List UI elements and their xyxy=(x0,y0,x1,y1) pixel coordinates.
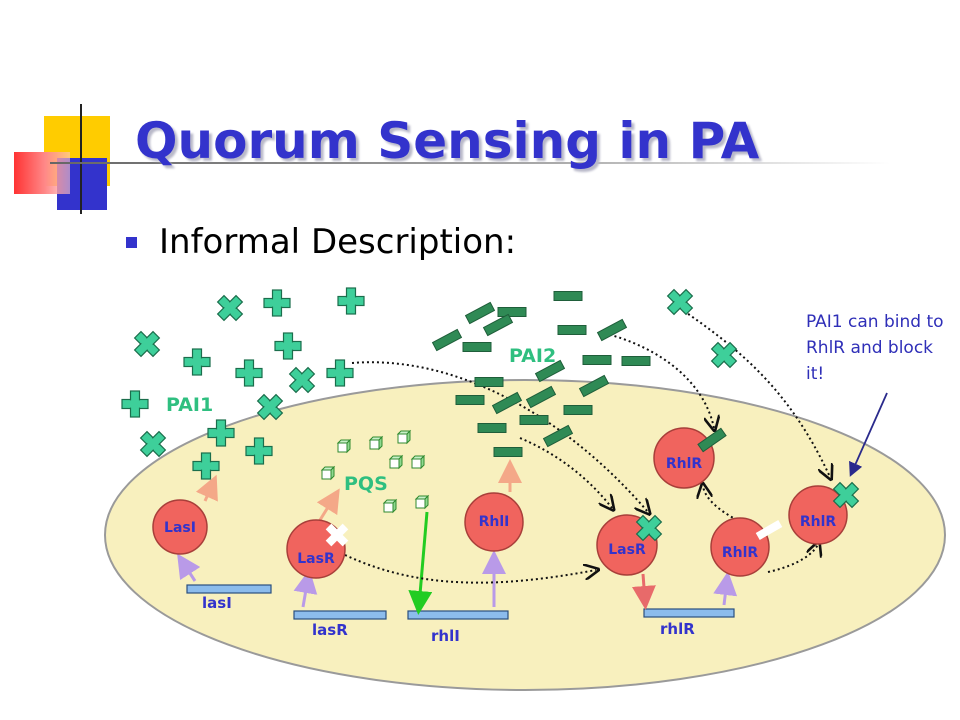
pai2-molecule xyxy=(497,307,527,317)
arrow-lasI-to-LasI xyxy=(177,553,201,582)
pai1-molecule xyxy=(183,348,211,376)
pqs-molecule xyxy=(321,466,335,480)
deco-horizontal-line xyxy=(50,162,890,164)
gene-bar-lasR xyxy=(293,610,387,620)
label-gene-lasI: lasI xyxy=(202,594,232,612)
pai2-molecule xyxy=(553,291,583,301)
pai2-molecule xyxy=(483,313,513,337)
dotted-RhlR-to-RhlR-right xyxy=(767,544,818,573)
pai2-molecule xyxy=(582,355,612,365)
slide-title: Quorum Sensing in PA xyxy=(135,112,760,170)
gene-bars xyxy=(186,584,735,620)
blocked-markers xyxy=(325,520,783,547)
protein-circle-lasr1 xyxy=(286,519,346,579)
product-arrows xyxy=(195,459,522,521)
label-pai1: PAI1 xyxy=(166,394,213,416)
label-protein-rhlr-mid: RhlR xyxy=(722,545,759,561)
dotted-PAI2-to-LasR xyxy=(519,437,612,508)
label-pai2: PAI2 xyxy=(509,345,556,367)
annotation-arrow xyxy=(849,392,888,477)
label-protein-lasr1: LasR xyxy=(297,551,335,567)
gene-bar-rhlI xyxy=(407,610,509,620)
pai1-molecule xyxy=(705,336,743,374)
pai1-molecule xyxy=(661,283,699,321)
label-protein-rhlr-top: RhlR xyxy=(666,456,703,472)
deco-vertical-line xyxy=(80,104,82,214)
arrow-lasR-to-LasR xyxy=(293,569,318,608)
pai1-molecule xyxy=(128,325,166,363)
arrow-LasR-to-rhlR xyxy=(631,573,656,610)
bullet-square-icon xyxy=(126,236,137,248)
arrow-rhlR-to-RhlR xyxy=(713,571,738,606)
label-pqs: PQS xyxy=(344,473,388,495)
white-cross-marker xyxy=(325,523,349,547)
pqs-molecule xyxy=(337,439,351,453)
protein-circle-rhli xyxy=(464,492,524,552)
bullet-text: Informal Description: xyxy=(159,222,517,262)
pqs-molecule xyxy=(415,495,429,509)
label-protein-lasi: LasI xyxy=(164,520,196,536)
pai2-molecule xyxy=(557,325,587,335)
arrow-LasI-to-PAI1 xyxy=(195,474,218,502)
dotted-PAI1-to-RhlR xyxy=(683,310,830,477)
label-protein-lasr2: LasR xyxy=(608,542,646,558)
label-gene-rhlR: rhlR xyxy=(660,620,695,638)
pai1-molecule xyxy=(326,359,354,387)
label-gene-lasR: lasR xyxy=(312,621,348,639)
arrow-LasR-to-PQS xyxy=(316,488,340,521)
dotted-RhlR-to-RhlR-top xyxy=(703,486,738,521)
pai2-molecule xyxy=(493,447,523,457)
deco-red-square xyxy=(14,152,70,194)
pai2-molecule xyxy=(621,356,651,366)
pai1-molecule xyxy=(211,289,249,327)
protein-circle-rhlr-mid xyxy=(710,517,770,577)
gene-bar-rhlR xyxy=(643,608,735,618)
gene-bar-lasI xyxy=(186,584,272,594)
label-protein-rhlr-right: RhlR xyxy=(800,514,837,530)
dotted-PAI1-to-LasR xyxy=(351,361,648,512)
label-protein-rhli: RhlI xyxy=(479,514,510,530)
pqs-molecule xyxy=(389,455,403,469)
bullet-item: Informal Description: xyxy=(126,222,516,262)
pqs-molecule xyxy=(369,436,383,450)
pai1-molecule xyxy=(283,361,321,399)
pai2-molecule xyxy=(432,328,462,352)
dotted-arrows xyxy=(344,310,830,584)
pai1-molecule xyxy=(274,332,302,360)
pai2-molecule xyxy=(597,318,627,342)
pai2-molecule xyxy=(462,342,492,352)
pai2-molecule xyxy=(519,415,549,425)
pqs-molecule xyxy=(411,455,425,469)
pai2-molecule xyxy=(477,423,507,433)
label-gene-rhlI: rhlI xyxy=(431,627,460,645)
dotted-LasR-to-LasR xyxy=(344,554,596,584)
pai1-molecule xyxy=(337,287,365,315)
pai2-molecule xyxy=(474,377,504,387)
protein-circle-rhlr-right xyxy=(788,485,848,545)
expression-arrows xyxy=(177,550,738,608)
pqs-molecule xyxy=(383,499,397,513)
protein-circle-lasi xyxy=(152,499,208,555)
pai1-molecule xyxy=(121,390,149,418)
pqs-molecule xyxy=(397,430,411,444)
pai2-molecule xyxy=(563,405,593,415)
pai1-molecule xyxy=(263,289,291,317)
diagram-labels: PAI1 PAI2 PQS LasI LasR RhlI LasR RhlR R… xyxy=(164,345,836,645)
pai1-molecule xyxy=(235,359,263,387)
pai2-molecule xyxy=(455,395,485,405)
annotation-note: PAI1 can bind to RhlR and block it! xyxy=(806,312,944,384)
corner-decoration xyxy=(0,100,890,220)
pai2-molecule xyxy=(465,301,495,325)
white-bar-marker xyxy=(755,520,783,540)
arrow-PQS-to-rhlI xyxy=(408,511,433,615)
dotted-PAI2-to-RhlR xyxy=(599,331,714,428)
